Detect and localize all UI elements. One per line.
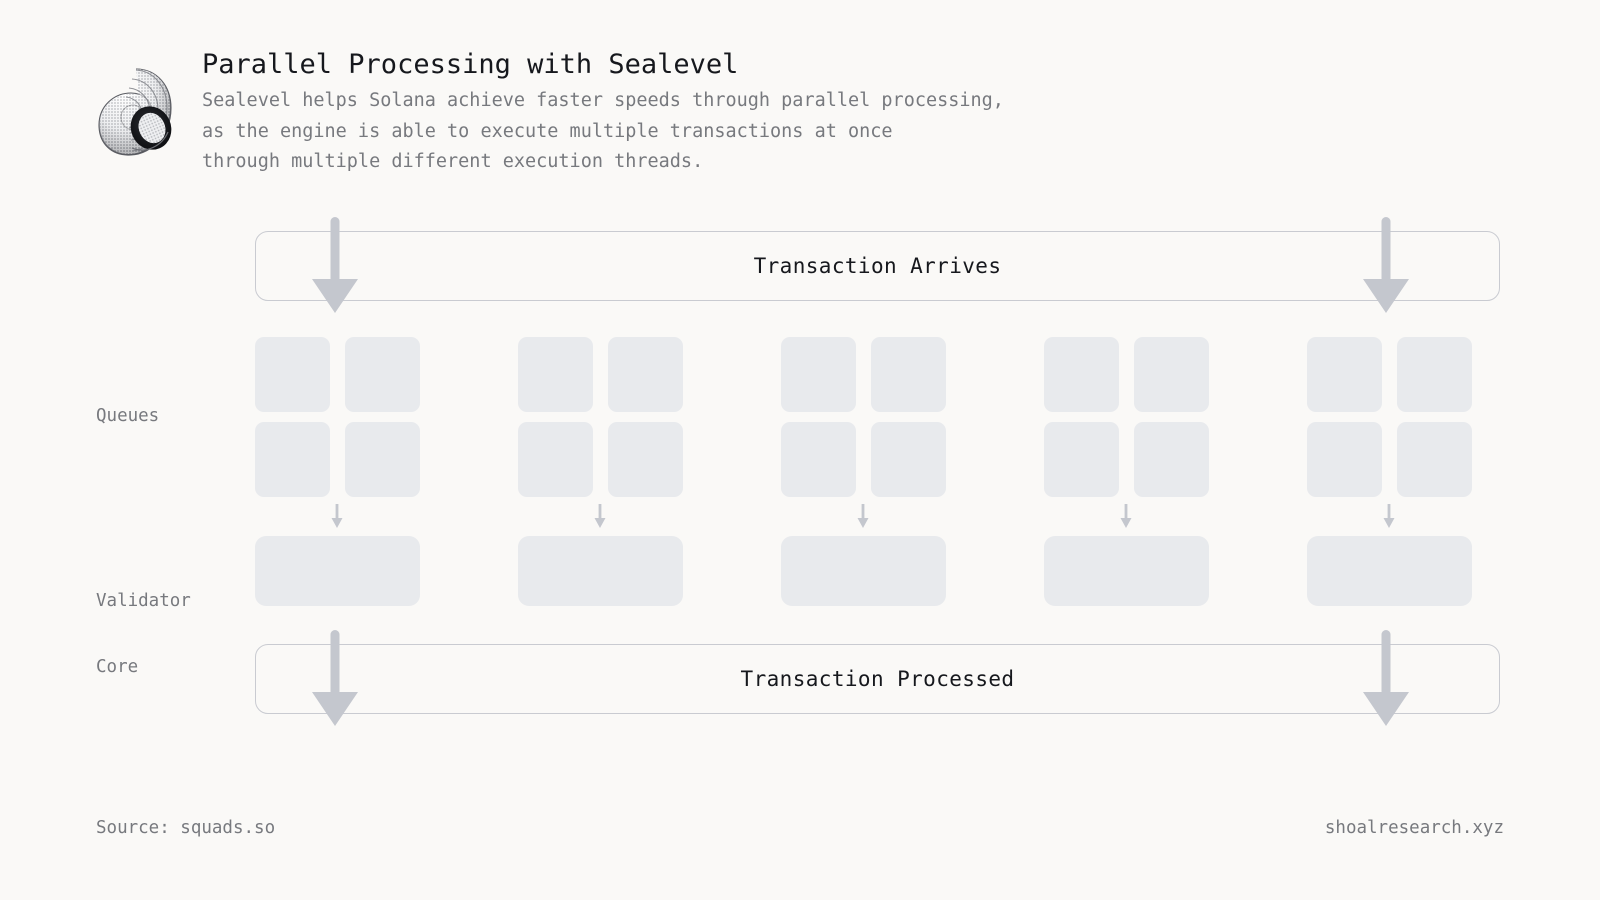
queue-row xyxy=(1307,337,1472,412)
queue-cell[interactable] xyxy=(518,422,593,497)
queue-cell[interactable] xyxy=(255,422,330,497)
inflow-arrow-left xyxy=(312,217,358,313)
queue-row xyxy=(255,337,420,412)
validator-core-box[interactable] xyxy=(518,536,683,606)
queue-cell[interactable] xyxy=(1134,337,1209,412)
footer-source: Source: squads.so xyxy=(96,818,276,838)
transaction-arrives-banner: Transaction Arrives xyxy=(255,231,1500,301)
queue-cell[interactable] xyxy=(1134,422,1209,497)
queue-cell[interactable] xyxy=(1044,422,1119,497)
queue-to-core-arrow xyxy=(1120,504,1132,528)
queue-cell[interactable] xyxy=(345,422,420,497)
header: Parallel Processing with Sealevel Sealev… xyxy=(96,48,1516,178)
queue-cell[interactable] xyxy=(345,337,420,412)
queue-row xyxy=(1307,422,1472,497)
footer-site: shoalresearch.xyz xyxy=(1324,818,1504,838)
row-label-validator-core: Validator Core xyxy=(96,546,191,722)
queue-cell[interactable] xyxy=(255,337,330,412)
queue-cell[interactable] xyxy=(1397,337,1472,412)
queue-row xyxy=(518,337,683,412)
page-subtitle-line-3: through multiple different execution thr… xyxy=(202,151,704,172)
page-subtitle-line-2: as the engine is able to execute multipl… xyxy=(202,120,893,142)
queue-cell[interactable] xyxy=(1044,337,1119,412)
page-subtitle-line-1: Sealevel helps Solana achieve faster spe… xyxy=(202,90,1004,111)
queue-cell[interactable] xyxy=(1307,422,1382,497)
outflow-arrow-right xyxy=(1363,630,1409,726)
queue-cell[interactable] xyxy=(608,422,683,497)
queue-row xyxy=(518,422,683,497)
queue-row xyxy=(1044,337,1209,412)
queue-to-core-arrow xyxy=(857,504,869,528)
queue-cell[interactable] xyxy=(871,422,946,497)
queue-row xyxy=(255,422,420,497)
snail-shell-logo xyxy=(96,66,180,158)
queue-cell[interactable] xyxy=(871,337,946,412)
queue-row xyxy=(781,337,946,412)
queue-row xyxy=(781,422,946,497)
validator-core-box[interactable] xyxy=(1307,536,1472,606)
queue-cell[interactable] xyxy=(781,337,856,412)
queue-row xyxy=(1044,422,1209,497)
validator-core-box[interactable] xyxy=(1044,536,1209,606)
queue-cell[interactable] xyxy=(1307,337,1382,412)
validator-core-box[interactable] xyxy=(255,536,420,606)
row-label-validator-core-line2: Core xyxy=(96,657,139,677)
transaction-arrives-label: Transaction Arrives xyxy=(753,254,1002,278)
queue-cell[interactable] xyxy=(1397,422,1472,497)
header-text-block: Parallel Processing with Sealevel Sealev… xyxy=(202,48,1004,178)
outflow-arrow-left xyxy=(312,630,358,726)
row-label-validator-core-line1: Validator xyxy=(96,591,191,611)
validator-core-box[interactable] xyxy=(781,536,946,606)
page-title: Parallel Processing with Sealevel xyxy=(202,49,739,80)
transaction-processed-label: Transaction Processed xyxy=(740,667,1015,691)
queue-to-core-arrow xyxy=(1383,504,1395,528)
inflow-arrow-right xyxy=(1363,217,1409,313)
transaction-processed-banner: Transaction Processed xyxy=(255,644,1500,714)
queue-cell[interactable] xyxy=(518,337,593,412)
queue-to-core-arrow xyxy=(331,504,343,528)
queue-cell[interactable] xyxy=(781,422,856,497)
queue-cell[interactable] xyxy=(608,337,683,412)
queue-to-core-arrow xyxy=(594,504,606,528)
row-label-queues: Queues xyxy=(96,406,160,426)
